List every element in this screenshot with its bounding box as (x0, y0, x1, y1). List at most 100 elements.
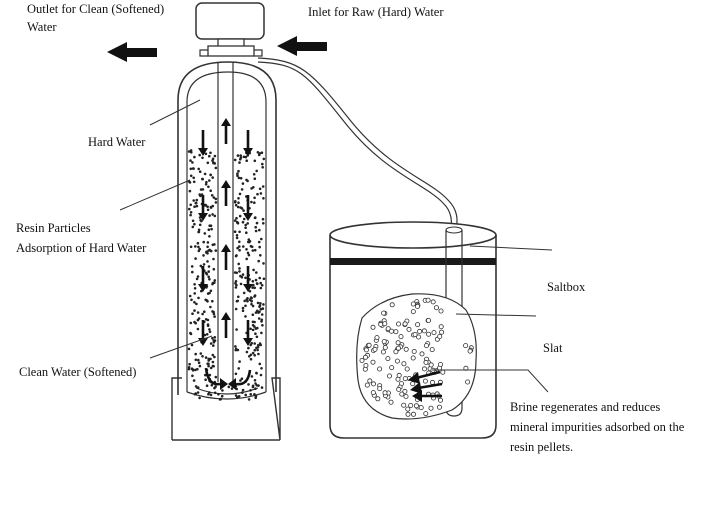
resin-bead (258, 276, 262, 280)
resin-bead (241, 388, 245, 392)
resin-bead (191, 374, 194, 378)
resin-bead (254, 225, 257, 229)
resin-bead (244, 155, 248, 159)
leader-clean-water (149, 335, 213, 359)
salt-pellet (418, 405, 424, 411)
resin-bead (190, 343, 194, 347)
up-flow-arrowhead (221, 312, 231, 320)
resin-bead (241, 182, 245, 185)
salt-pellet (405, 411, 411, 417)
resin-bead (214, 375, 218, 379)
resin-bead (195, 302, 198, 306)
resin-bead (199, 264, 203, 268)
resin-bead (247, 240, 251, 244)
resin-bead (189, 149, 193, 152)
resin-bead (213, 162, 217, 165)
resin-bead (197, 245, 200, 249)
saltbox-band (330, 258, 496, 265)
salt-pellet (377, 366, 383, 372)
resin-bead (249, 343, 252, 347)
resin-bead (251, 286, 254, 289)
resin-bead (237, 176, 241, 180)
resin-bead (208, 373, 212, 377)
resin-bead (213, 336, 217, 339)
resin-bead (253, 286, 256, 290)
resin-bead (211, 213, 214, 216)
resin-bead (253, 196, 256, 200)
salt-pellet (382, 390, 388, 396)
salt-pellet (401, 361, 407, 367)
resin-bead (261, 324, 264, 327)
resin-bead (239, 379, 242, 382)
resin-bead (194, 358, 198, 362)
resin-bead (248, 289, 252, 293)
resin-bead (245, 159, 248, 162)
resin-bead (246, 222, 249, 225)
resin-bead (192, 176, 195, 180)
resin-bead (190, 265, 194, 268)
resin-bead (244, 276, 247, 280)
resin-bead (194, 201, 198, 205)
resin-bead (213, 214, 217, 218)
resin-label-line1: Resin Particles (16, 221, 91, 235)
resin-bead (206, 208, 210, 212)
resin-bead (262, 157, 266, 161)
resin-bead (187, 347, 191, 351)
resin-bead (261, 185, 265, 188)
resin-bead (237, 262, 240, 266)
resin-bead (208, 179, 211, 182)
resin-bead (249, 393, 252, 396)
brine-label-line3: resin pellets. (510, 440, 574, 454)
resin-bead (203, 310, 206, 314)
resin-bead (213, 391, 217, 395)
resin-bead (251, 351, 255, 355)
salt-pellet (374, 335, 380, 341)
resin-bead (234, 307, 238, 311)
valve-connector (207, 45, 255, 57)
salt-pellet (425, 297, 431, 303)
resin-bead (202, 254, 205, 257)
brine-label-line1: Brine regenerates and reduces (510, 400, 661, 414)
resin-bead (239, 156, 243, 159)
resin-bead (257, 240, 261, 244)
resin-bead (255, 371, 258, 375)
resin-bead (194, 385, 198, 388)
resin-bead (234, 254, 238, 258)
saltbox-label: Saltbox (547, 280, 586, 294)
resin-bead (235, 216, 238, 220)
resin-bead (188, 294, 192, 298)
resin-bead (251, 385, 255, 389)
resin-bead (261, 307, 265, 310)
resin-bead (189, 167, 193, 171)
resin-bead (238, 267, 241, 270)
resin-bead (193, 392, 197, 396)
resin-bead (211, 159, 214, 162)
salt-pellet (439, 329, 445, 335)
resin-bead (262, 303, 265, 306)
resin-bead (259, 254, 262, 257)
resin-bead (193, 287, 197, 290)
resin-bead (202, 240, 205, 244)
resin-bead (254, 216, 257, 219)
salt-pellet (438, 308, 444, 314)
resin-bead (193, 222, 196, 226)
resin-bead (250, 245, 254, 249)
resin-bead (206, 260, 209, 263)
resin-bead (191, 225, 195, 229)
resin-bead (251, 280, 255, 283)
resin-bead (251, 304, 255, 308)
resin-bead (207, 185, 210, 189)
resin-bead (206, 241, 210, 244)
resin-bead (239, 274, 242, 278)
salt-pellet (414, 303, 420, 309)
resin-bead (207, 249, 210, 252)
leader-hard-water (149, 99, 201, 126)
salt-pellet (362, 354, 368, 360)
resin-bead (249, 357, 253, 361)
salt-pellet (375, 396, 381, 402)
resin-bead (258, 304, 262, 307)
resin-bead (240, 188, 244, 191)
resin-bead (204, 318, 208, 321)
resin-bead (258, 245, 262, 249)
resin-bead (209, 393, 213, 397)
